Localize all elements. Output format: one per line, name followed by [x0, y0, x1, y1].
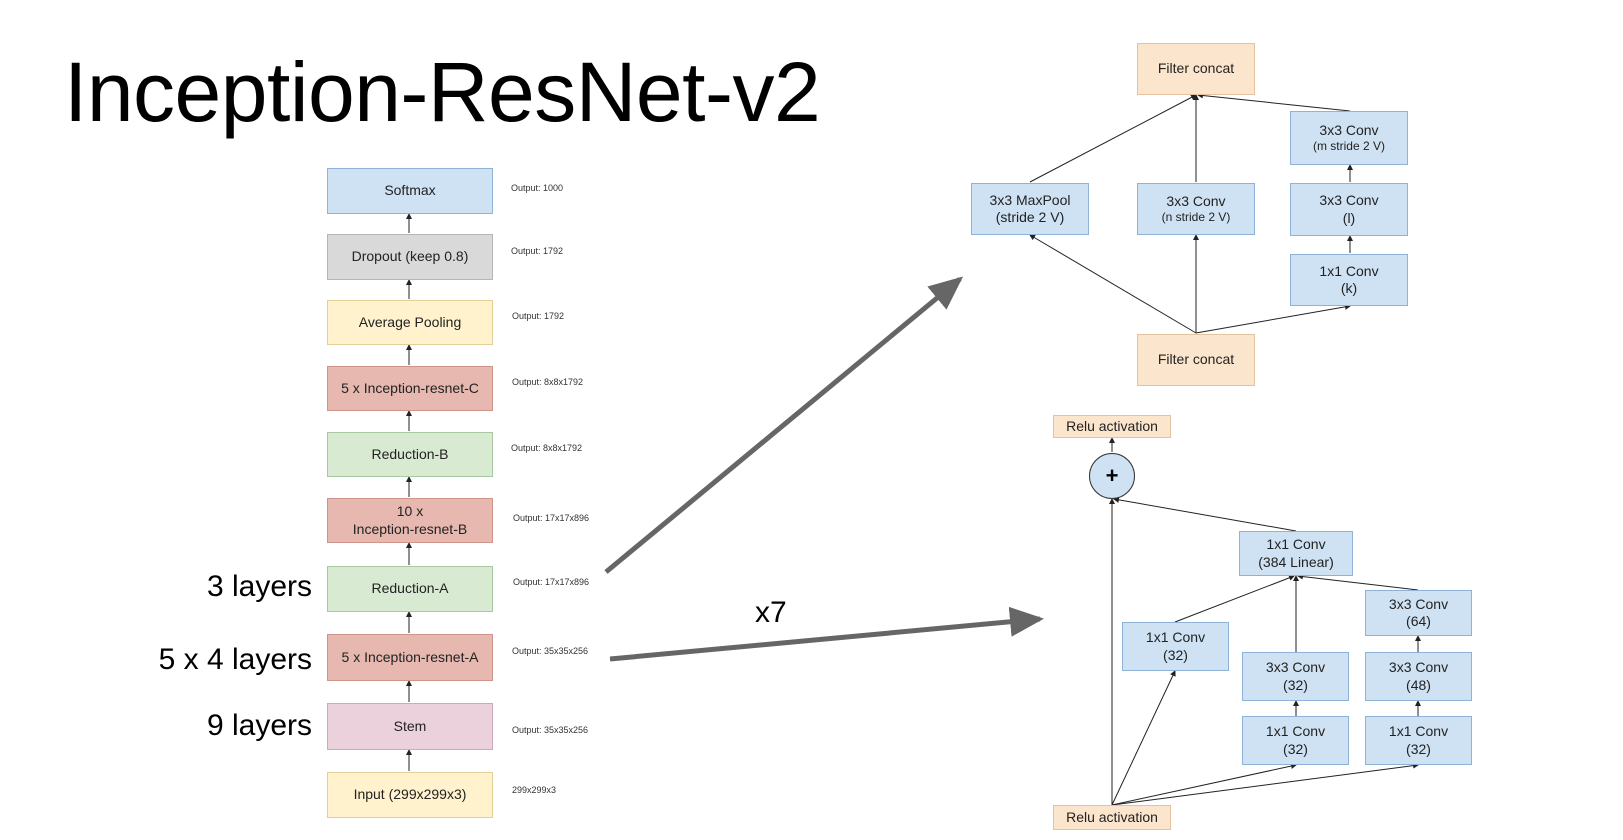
inception-a-b2-top: 3x3 Conv(32): [1242, 652, 1349, 701]
output-input: 299x299x3: [512, 785, 557, 795]
reduction-a-conv-n-line1: 3x3 Conv: [1166, 192, 1226, 209]
inception-a-b3-bottom-line1: 1x1 Conv: [1388, 723, 1449, 739]
inception-a-b3-top-line2: (64): [1406, 613, 1431, 629]
output-reduction-a: Output: 17x17x896: [513, 577, 590, 587]
reduction-a-conv-m-line1: 3x3 Conv: [1319, 121, 1379, 138]
output-inception-resnet-c: Output: 8x8x1792: [512, 377, 584, 387]
stack-softmax: Softmax: [327, 168, 493, 214]
output-inception-resnet-b: Output: 17x17x896: [513, 513, 590, 523]
reduction-a-conv-l-line2: (l): [1342, 209, 1356, 226]
inception-a-b1-line1: 1x1 Conv: [1145, 629, 1206, 645]
reduction-a-maxpool-line1: 3x3 MaxPool: [989, 191, 1071, 208]
reduction-a-conv-k-line1: 1x1 Conv: [1319, 262, 1379, 279]
inception-a-b3-bottom-line2: (32): [1406, 740, 1431, 757]
multiplier-label: x7: [755, 596, 787, 629]
page-title: Inception-ResNet-v2: [64, 45, 821, 139]
reduction-a-conv-l-line1: 3x3 Conv: [1319, 192, 1379, 208]
reduction-a-conv-m-line2: (m stride 2 V): [1312, 139, 1385, 154]
stack-reduction-a: Reduction-A: [327, 566, 493, 612]
reduction-a-conv-k-line2: (k): [1340, 280, 1358, 296]
reduction-a-conv-n: 3x3 Conv(n stride 2 V): [1137, 183, 1255, 235]
inception-a-b1: 1x1 Conv(32): [1122, 622, 1229, 671]
inception-a-b3-top-line1: 3x3 Conv: [1388, 595, 1449, 612]
inception-a-b3-bottom: 1x1 Conv(32): [1365, 716, 1472, 765]
side-label-stem: 9 layers: [206, 709, 312, 742]
inception-a-b2-bottom-line2: (32): [1283, 740, 1308, 757]
stack-average-pooling: Average Pooling: [327, 300, 493, 345]
inception-a-b1-line2: (32): [1163, 646, 1188, 663]
side-label-reduction-a: 3 layers: [206, 570, 312, 603]
reduction-a-bottom-concat: Filter concat: [1137, 334, 1255, 386]
stack-stem: Stem: [327, 703, 493, 750]
reduction-a-maxpool: 3x3 MaxPool(stride 2 V): [971, 183, 1089, 235]
side-label-inception-a: 5 x 4 layers: [158, 643, 312, 676]
stack-dropout: Dropout (keep 0.8): [327, 234, 493, 280]
reduction-a-conv-n-line2: (n stride 2 V): [1161, 210, 1231, 225]
reduction-a-conv-l: 3x3 Conv(l): [1290, 183, 1408, 236]
inception-a-b3-mid-line2: (48): [1406, 676, 1431, 693]
inception-a-b2-top-line2: (32): [1283, 676, 1308, 693]
inception-a-linear-line1: 1x1 Conv: [1266, 536, 1326, 552]
stack-input: Input (299x299x3): [327, 772, 493, 818]
stack-inception-resnet-c: 5 x Inception-resnet-C: [327, 366, 493, 411]
reduction-a-arrows: [1029, 92, 1353, 334]
reduction-a-conv-k: 1x1 Conv(k): [1290, 254, 1408, 306]
output-reduction-b: Output: 8x8x1792: [511, 443, 583, 453]
output-stem: Output: 35x35x256: [512, 725, 589, 735]
inception-a-relu-top: Relu activation: [1053, 415, 1171, 438]
output-inception-resnet-a: Output: 35x35x256: [512, 646, 589, 656]
arrow-to-inception-a: [609, 606, 1044, 662]
inception-a-linear: 1x1 Conv(384 Linear): [1239, 531, 1353, 576]
reduction-a-conv-m: 3x3 Conv(m stride 2 V): [1290, 111, 1408, 165]
inception-a-b3-mid-line1: 3x3 Conv: [1388, 659, 1449, 675]
output-dropout: Output: 1792: [511, 246, 564, 256]
inception-a-b3-top: 3x3 Conv(64): [1365, 590, 1472, 636]
inception-a-arrows: [1109, 437, 1421, 806]
stack-inception-resnet-b-line1: 10 x: [396, 503, 424, 519]
output-softmax: Output: 1000: [511, 183, 564, 193]
stack-reduction-b: Reduction-B: [327, 432, 493, 477]
inception-a-b2-top-line1: 3x3 Conv: [1265, 659, 1326, 675]
add-icon: +: [1089, 453, 1135, 499]
reduction-a-maxpool-line2: (stride 2 V): [995, 209, 1065, 225]
stack-inception-resnet-b-line2: Inception-resnet-B: [352, 520, 468, 537]
inception-a-b2-bottom: 1x1 Conv(32): [1242, 716, 1349, 765]
inception-a-relu-bottom: Relu activation: [1053, 805, 1171, 830]
inception-a-linear-line2: (384 Linear): [1258, 553, 1334, 570]
inception-a-b2-bottom-line1: 1x1 Conv: [1265, 723, 1326, 739]
stack-inception-resnet-a: 5 x Inception-resnet-A: [327, 634, 493, 681]
output-average-pooling: Output: 1792: [512, 311, 565, 321]
inception-a-b3-mid: 3x3 Conv(48): [1365, 652, 1472, 701]
arrow-to-reduction-a: [604, 276, 964, 574]
reduction-a-top-concat: Filter concat: [1137, 43, 1255, 95]
